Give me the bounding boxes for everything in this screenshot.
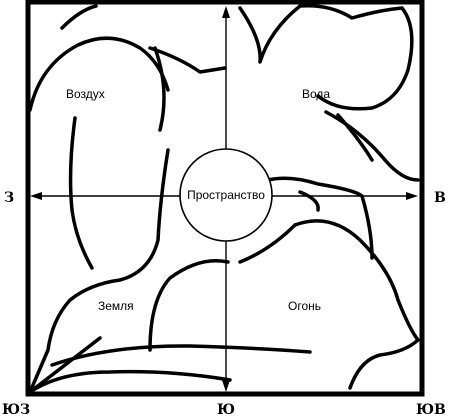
arrow-south-icon [222, 380, 230, 392]
earth-label: Земля [98, 299, 134, 313]
direction-south: Ю [217, 402, 235, 417]
space-circle [179, 148, 273, 242]
space-label: Пространство [187, 188, 265, 202]
direction-east: В [434, 190, 446, 206]
direction-west: З [4, 190, 14, 206]
direction-southwest: ЮЗ [2, 402, 30, 417]
figure-outline [28, 4, 420, 394]
direction-southeast: ЮВ [416, 402, 446, 417]
air-label: Воздух [66, 87, 105, 101]
arrow-west-icon [30, 192, 42, 200]
water-label: Вода [302, 87, 330, 101]
fire-label: Огонь [288, 299, 321, 313]
arrow-north-icon [222, 6, 230, 18]
arrow-east-icon [406, 192, 418, 200]
square-frame [25, 0, 425, 397]
